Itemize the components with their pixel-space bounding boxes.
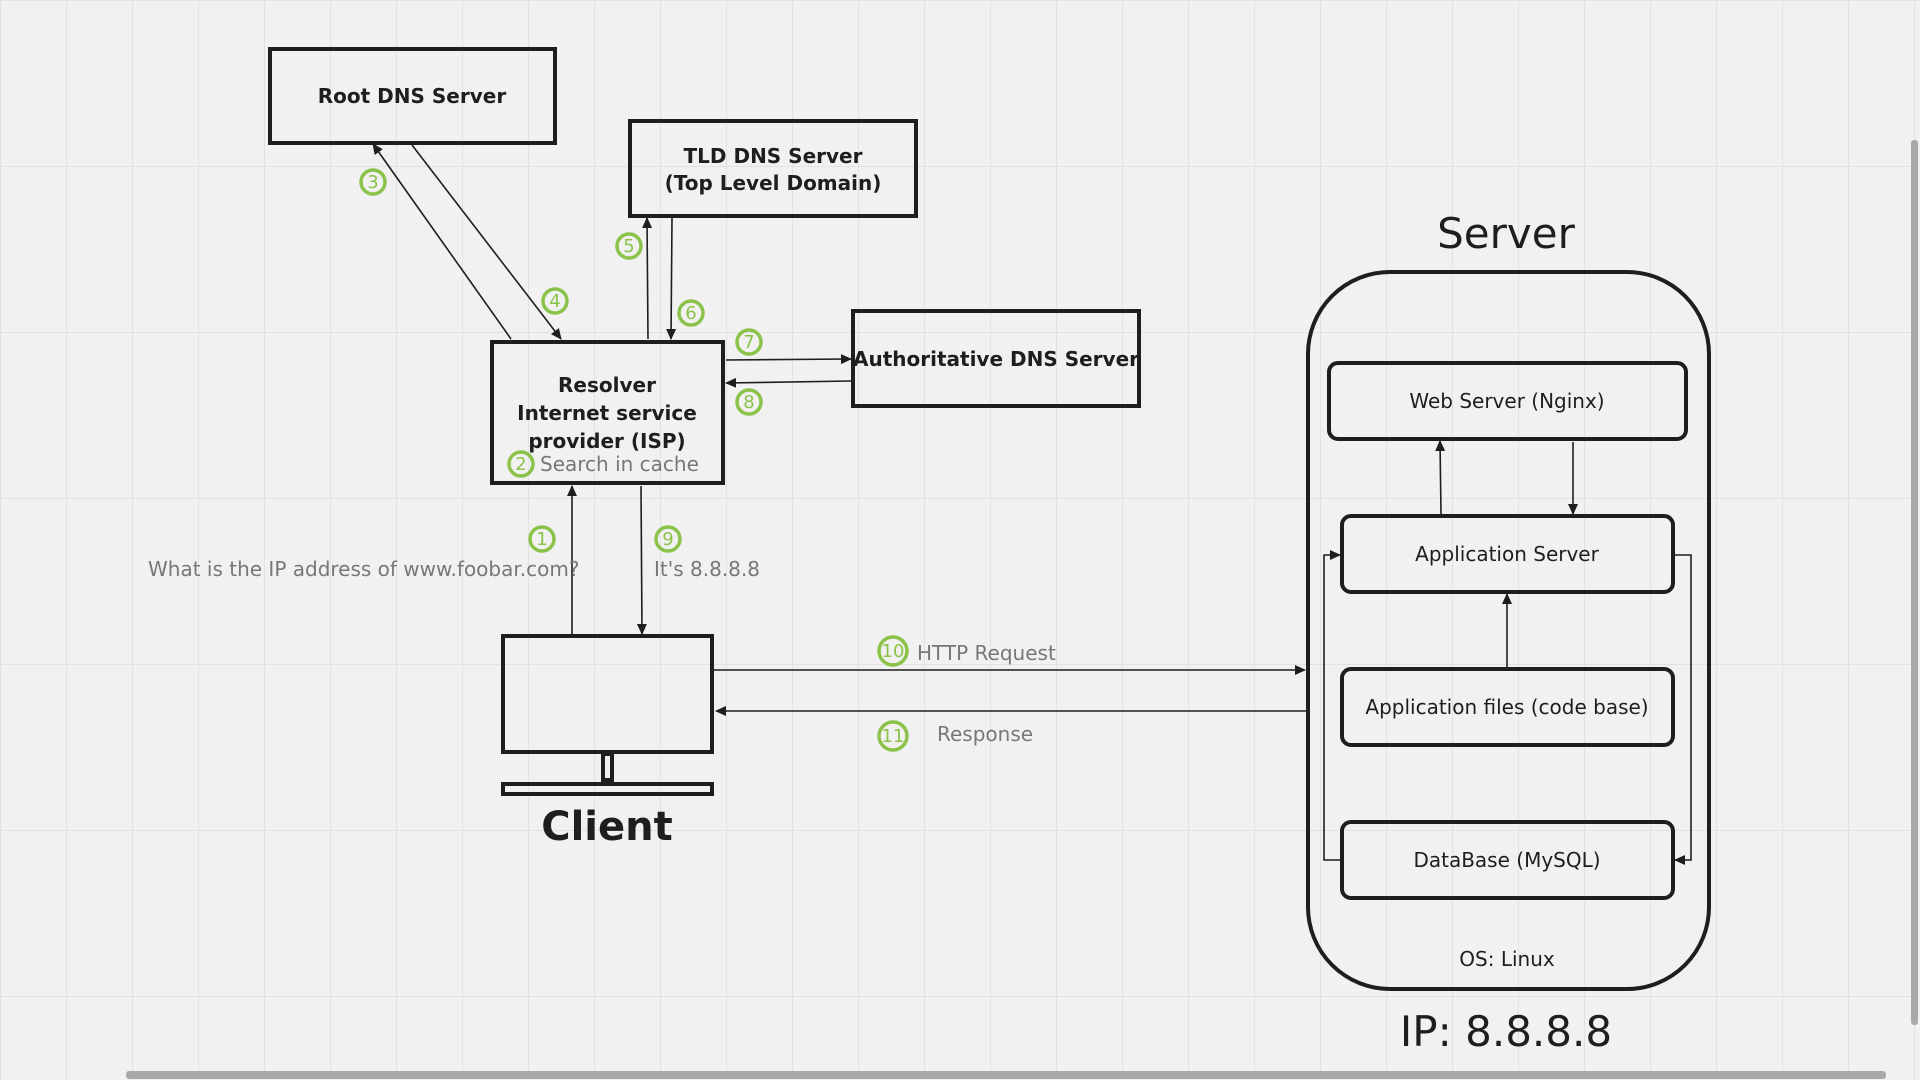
horizontal-scrollbar[interactable] (126, 1071, 1886, 1079)
step-badge-7: 7 (735, 328, 763, 356)
client-label: Client (541, 804, 673, 850)
step-badge-3: 3 (359, 168, 387, 196)
application-server-label: Application Server (1415, 542, 1599, 566)
svg-text:9: 9 (662, 529, 673, 550)
arrow-authoritative-to-resolver (725, 377, 852, 388)
svg-text:11: 11 (882, 726, 905, 747)
db-to-app-arrow (1323, 550, 1342, 861)
step-badge-4: 4 (541, 287, 569, 315)
step-badge-10: 10 (877, 635, 909, 667)
app-to-web-arrow (1435, 440, 1446, 515)
svg-text:8: 8 (743, 392, 754, 413)
client-computer[interactable]: Client (501, 634, 714, 850)
app-to-db-arrow (1673, 554, 1692, 865)
server-ip-label: IP: 8.8.8.8 (1400, 1007, 1612, 1056)
database-box[interactable]: DataBase (MySQL) (1340, 820, 1675, 900)
authoritative-dns-label: Authoritative DNS Server (853, 347, 1139, 371)
resolver-label-line1: Resolver (558, 373, 656, 397)
svg-text:3: 3 (367, 172, 378, 193)
svg-text:2: 2 (515, 454, 526, 475)
step-badge-2: 2 (507, 450, 535, 478)
step-badge-1: 1 (528, 525, 556, 553)
root-dns-server[interactable]: Root DNS Server (268, 47, 557, 145)
step-badge-6: 6 (677, 299, 705, 327)
step-badge-5: 5 (615, 232, 643, 260)
web-server-box[interactable]: Web Server (Nginx) (1327, 361, 1688, 441)
arrow-resolver-to-tld (642, 217, 653, 340)
arrow-resolver-to-authoritative (725, 354, 852, 365)
resolver-label-line2: Internet service (517, 401, 697, 425)
web-server-label: Web Server (Nginx) (1409, 389, 1604, 413)
dns-answer-note: It's 8.8.8.8 (654, 557, 760, 581)
svg-text:1: 1 (536, 529, 547, 550)
tld-dns-label-line1: TLD DNS Server (684, 144, 863, 168)
tld-dns-label-line2: (Top Level Domain) (665, 171, 882, 195)
step-badge-9: 9 (654, 525, 682, 553)
server-internal-connectors (1323, 440, 1692, 865)
response-note: Response (937, 722, 1033, 746)
application-server-box[interactable]: Application Server (1340, 514, 1675, 594)
root-dns-label: Root DNS Server (318, 84, 507, 108)
dns-question-note: What is the IP address of www.foobar.com… (148, 557, 579, 581)
arrow-tld-to-resolver (666, 217, 677, 340)
monitor-icon (501, 634, 714, 754)
application-files-label: Application files (code base) (1365, 695, 1648, 719)
application-files-box[interactable]: Application files (code base) (1340, 667, 1675, 747)
server-title: Server (1437, 209, 1575, 258)
resolver-label-line3: provider (ISP) (528, 429, 685, 453)
database-label: DataBase (MySQL) (1413, 848, 1600, 872)
arrow-root-to-resolver (411, 144, 562, 340)
resolver-isp[interactable]: Resolver Internet service provider (ISP)… (490, 340, 725, 485)
svg-text:7: 7 (743, 332, 754, 353)
server-container[interactable]: Server Web Server (Nginx) Application Se… (1306, 209, 1711, 1056)
authoritative-dns-server[interactable]: Authoritative DNS Server (851, 309, 1141, 408)
step-badge-8: 8 (735, 388, 763, 416)
os-label: OS: Linux (1459, 947, 1555, 971)
arrow-resolver-to-client (636, 485, 647, 635)
tld-dns-server[interactable]: TLD DNS Server (Top Level Domain) (628, 119, 918, 218)
dns-flow-arrows (372, 143, 1306, 716)
vertical-scrollbar[interactable] (1911, 140, 1918, 1025)
arrow-resolver-to-root (372, 143, 512, 340)
svg-text:6: 6 (685, 303, 696, 324)
svg-text:5: 5 (623, 236, 634, 257)
resolver-cache-note: Search in cache (540, 452, 699, 476)
svg-text:10: 10 (882, 641, 905, 662)
step-badge-11: 11 (877, 720, 909, 752)
svg-text:4: 4 (549, 291, 560, 312)
http-request-note: HTTP Request (917, 641, 1056, 665)
